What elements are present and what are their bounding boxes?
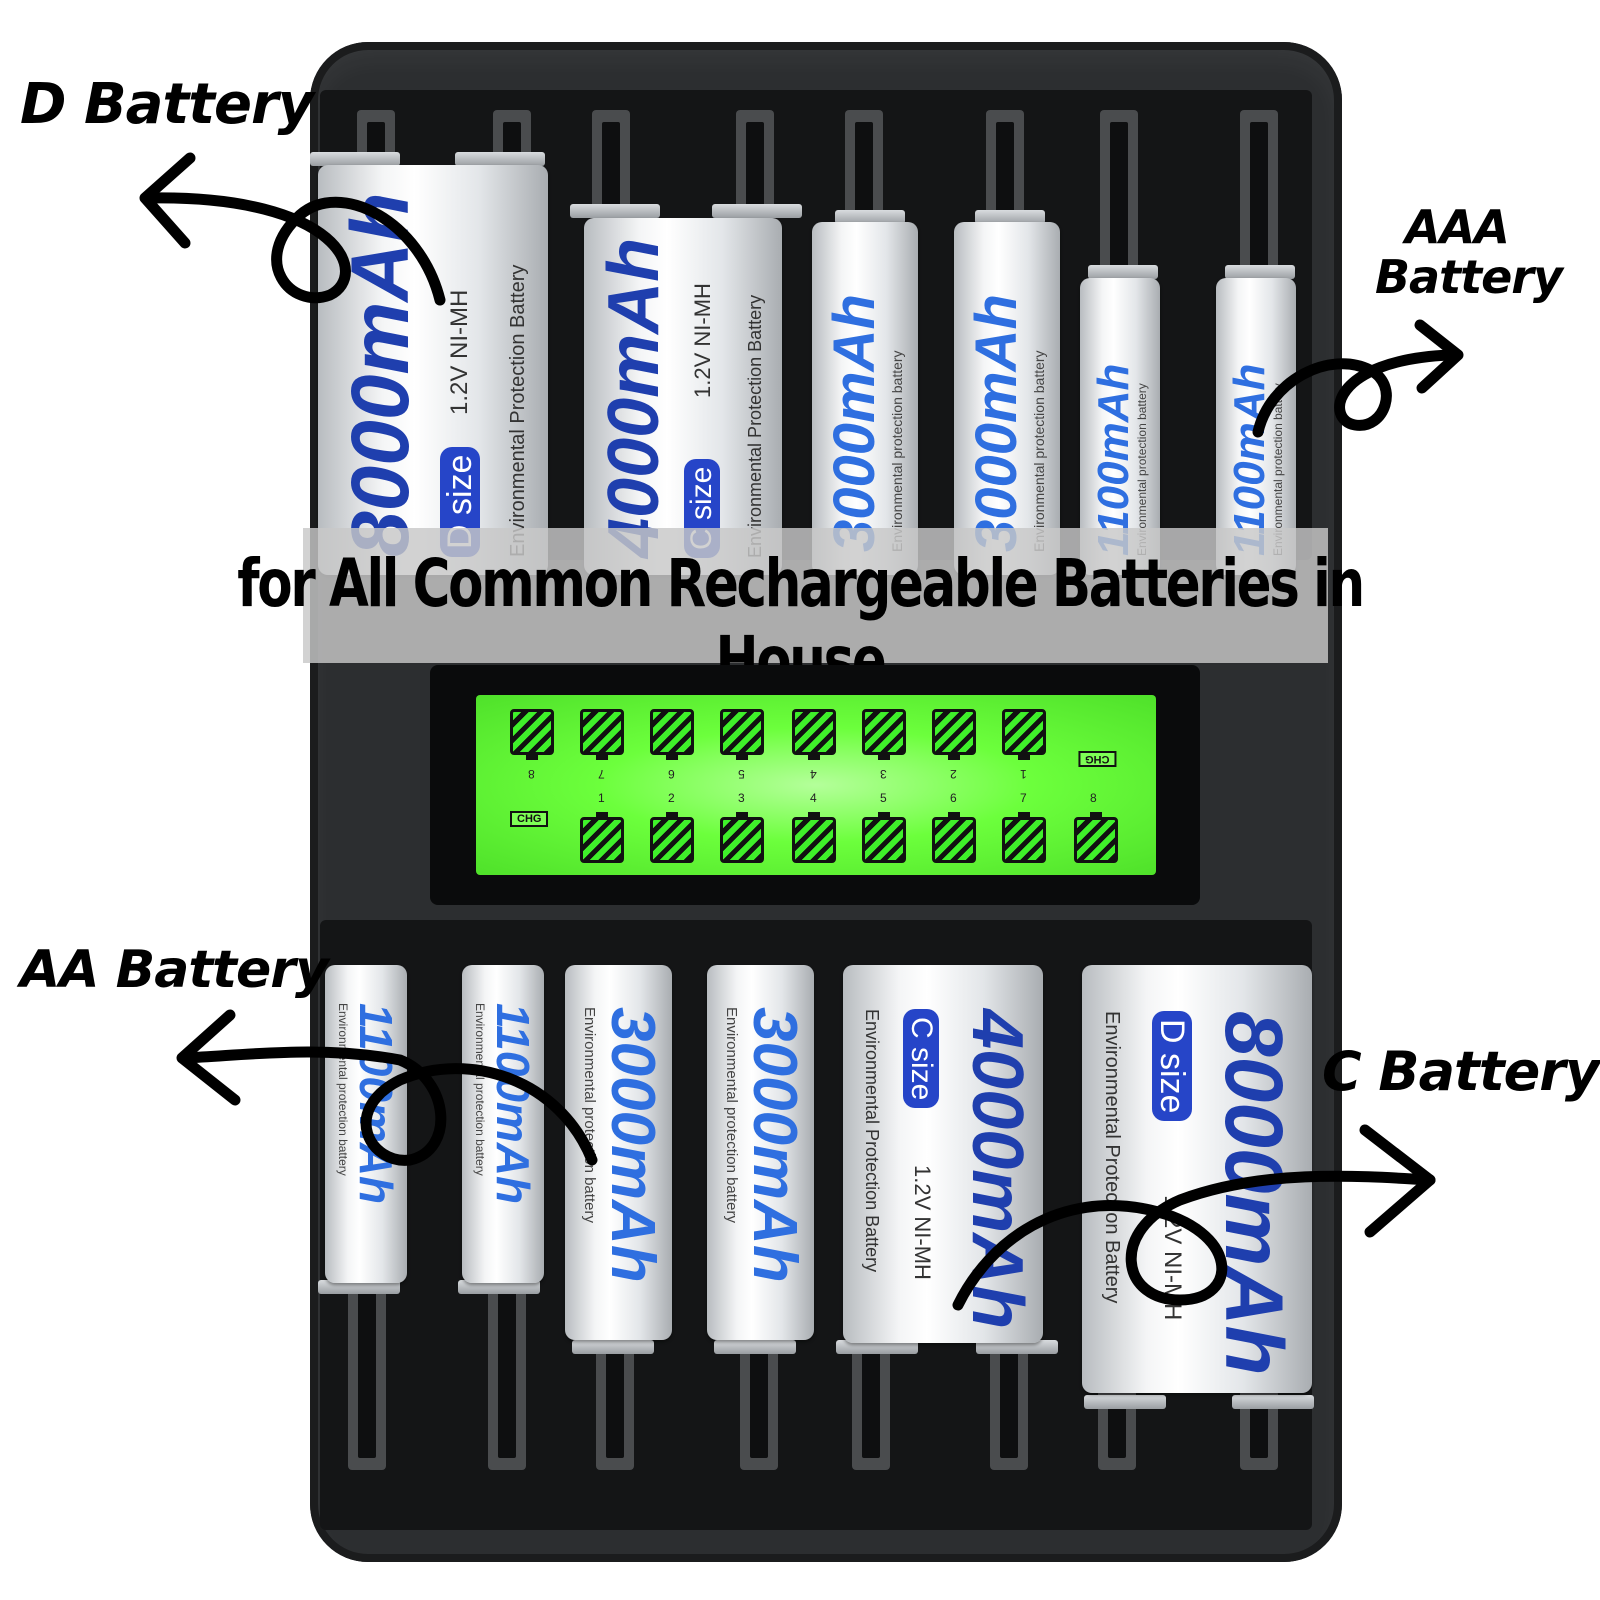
lcd-battery-cell-icon [580, 709, 624, 760]
lcd-battery-cell-icon [932, 812, 976, 863]
aaa-battery-label-line1: AAA [1405, 200, 1510, 254]
lcd-slot-number: 7 [1020, 791, 1027, 805]
terminal-cap [458, 1280, 540, 1294]
battery-aa-top: 3000mAh Environmental protection battery [954, 222, 1060, 575]
terminal-cap [1232, 1395, 1314, 1409]
battery-aa-top: 3000mAh Environmental protection battery [812, 222, 918, 575]
terminal-cap [835, 210, 905, 224]
lcd-chg-indicator: CHG [510, 811, 549, 827]
c-battery-arrowhead-icon [1359, 1124, 1436, 1238]
lcd-battery-cell-icon [792, 812, 836, 863]
top-slot-4 [736, 110, 774, 220]
lcd-battery-cell-icon [862, 812, 906, 863]
lcd-battery-cell-icon [720, 709, 764, 760]
headline-text: for All Common Rechargeable Batteries in… [237, 545, 1365, 699]
aa-battery-label: AA Battery [20, 940, 329, 1000]
d-battery-arrowhead-icon [139, 152, 196, 249]
top-slot-6 [986, 110, 1024, 225]
bottom-slot-2 [488, 1270, 526, 1470]
terminal-cap [570, 204, 660, 218]
lcd-battery-cell-icon [1002, 709, 1046, 760]
terminal-cap [714, 1340, 796, 1354]
aaa-battery-arrow-icon [1252, 349, 1456, 438]
aa-battery-arrowhead-icon [176, 1009, 241, 1106]
terminal-cap [1225, 265, 1295, 279]
lcd-slot-number: 5 [880, 791, 887, 805]
battery-aa-bottom: Environmental protection battery 3000mAh [707, 965, 814, 1340]
battery-aa-bottom: Environmental protection battery 1100mAh [462, 965, 544, 1283]
aa-battery-arrow-icon [179, 1046, 598, 1166]
c-battery-label: C Battery [1322, 1040, 1600, 1103]
top-slot-8 [1240, 110, 1278, 280]
bottom-slot-1 [348, 1270, 386, 1470]
battery-c-size-bottom: Environmental Protection Battery C size … [843, 965, 1043, 1343]
top-slot-3 [592, 110, 630, 220]
lcd-slot-number: 6 [950, 791, 957, 805]
battery-aaa-top: 1100mAh Environmental protection battery [1080, 278, 1160, 575]
aaa-battery-label-line2: Battery [1375, 250, 1563, 304]
lcd-slot-number: 8 [1090, 791, 1097, 805]
lcd-battery-cell-icon [650, 812, 694, 863]
lcd-battery-cell-icon [1002, 812, 1046, 863]
aaa-battery-arrowhead-icon [1414, 319, 1464, 394]
lcd-battery-cell-icon [580, 812, 624, 863]
lcd-battery-cell-icon [720, 812, 764, 863]
c-battery-arrow-icon [952, 1170, 1436, 1311]
terminal-cap [836, 1340, 918, 1354]
lcd-battery-cell-icon [792, 709, 836, 760]
terminal-cap [318, 1280, 400, 1294]
lcd-display: 8 7 6 5 4 3 2 1 CHG CHG 1 2 3 4 5 6 7 8 [476, 695, 1156, 875]
lcd-battery-cell-icon [1074, 812, 1118, 863]
lcd-battery-cell-icon [510, 709, 554, 760]
lcd-slot-number: 4 [810, 791, 817, 805]
lcd-battery-cell-icon [862, 709, 906, 760]
top-slot-5 [845, 110, 883, 225]
d-battery-arrow-icon [144, 192, 446, 306]
terminal-cap [976, 1340, 1058, 1354]
terminal-cap [1088, 265, 1158, 279]
lcd-battery-cell-icon [932, 709, 976, 760]
terminal-cap [455, 152, 545, 166]
terminal-cap [975, 210, 1045, 224]
headline-band [303, 528, 1328, 663]
top-slot-7 [1100, 110, 1138, 280]
lcd-slot-number: 2 [668, 791, 675, 805]
d-battery-label: D Battery [20, 72, 314, 137]
terminal-cap [712, 204, 802, 218]
battery-c-size-top: 4000mAh C size 1.2V NI-MH Environmental … [584, 218, 782, 575]
battery-d-size-top: 8000mAh D size 1.2V NI-MH Environmental … [318, 165, 548, 575]
lcd-slot-number: 3 [738, 791, 745, 805]
terminal-cap [1084, 1395, 1166, 1409]
lcd-slot-number: 1 [598, 791, 605, 805]
lcd-battery-cell-icon [650, 709, 694, 760]
terminal-cap [572, 1340, 654, 1354]
terminal-cap [310, 152, 400, 166]
